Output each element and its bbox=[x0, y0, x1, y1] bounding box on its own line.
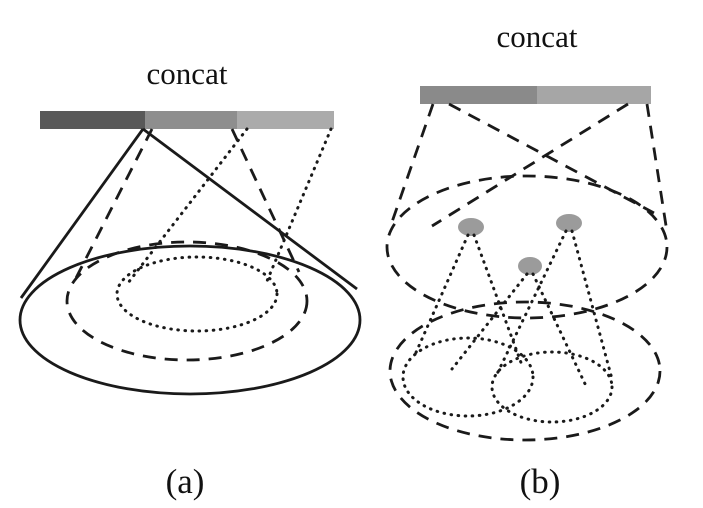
subfigure-b: concat bbox=[385, 19, 669, 501]
dashed-region-b-lower bbox=[388, 300, 662, 442]
caption-b: (b) bbox=[520, 462, 561, 501]
dashed-cone-right-line bbox=[230, 128, 301, 273]
dotted-line-dot2-left bbox=[495, 229, 568, 376]
solid-cone-right-line bbox=[142, 127, 358, 291]
dashed-ellipse-upper bbox=[385, 174, 669, 320]
dotted-ellipse-right bbox=[490, 350, 614, 424]
solid-cone-left-line bbox=[19, 128, 145, 299]
dashed-ellipse bbox=[65, 240, 309, 362]
dotted-cone-a bbox=[115, 127, 333, 333]
dotted-ellipse bbox=[115, 255, 279, 333]
solid-cone-a bbox=[18, 127, 362, 396]
feature-dots bbox=[458, 214, 582, 275]
bar-a-segment-light bbox=[237, 111, 334, 129]
dashed-line-outer-left bbox=[390, 103, 435, 223]
dotted-line-dot2-right bbox=[570, 229, 614, 381]
dashed-line-cross-right bbox=[448, 102, 655, 215]
dotted-cone-left-line bbox=[126, 127, 249, 285]
concat-bar-b bbox=[420, 86, 651, 104]
dashed-cone-left-line bbox=[73, 128, 154, 281]
dotted-ellipse-left bbox=[401, 336, 535, 418]
dotted-cone-right-line bbox=[265, 127, 333, 283]
dotted-line-dot3-left bbox=[450, 272, 529, 371]
dotted-line-dot1-left bbox=[412, 233, 470, 359]
caption-a: (a) bbox=[166, 462, 205, 501]
subfigure-a: concat bbox=[18, 56, 362, 501]
feature-dot-center bbox=[518, 257, 542, 275]
dashed-cone-a bbox=[65, 128, 309, 362]
bar-a-segment-dark bbox=[40, 111, 145, 129]
dotted-line-dot1-right bbox=[472, 233, 525, 370]
feature-dot-left bbox=[458, 218, 484, 236]
dashed-ellipse-lower bbox=[388, 300, 662, 442]
bar-b-segment-medium bbox=[420, 86, 537, 104]
dotted-line-dot3-right bbox=[531, 272, 589, 390]
solid-ellipse bbox=[18, 244, 362, 396]
concat-bar-a bbox=[40, 111, 334, 129]
concat-label-a: concat bbox=[147, 56, 228, 91]
dotted-cones-b bbox=[401, 229, 614, 424]
concat-label-b: concat bbox=[497, 19, 578, 54]
feature-dot-right bbox=[556, 214, 582, 232]
bar-a-segment-medium bbox=[145, 111, 237, 129]
dashed-cone-b-upper bbox=[385, 102, 669, 320]
bar-b-segment-light bbox=[537, 86, 651, 104]
dashed-line-cross-left bbox=[431, 102, 629, 228]
